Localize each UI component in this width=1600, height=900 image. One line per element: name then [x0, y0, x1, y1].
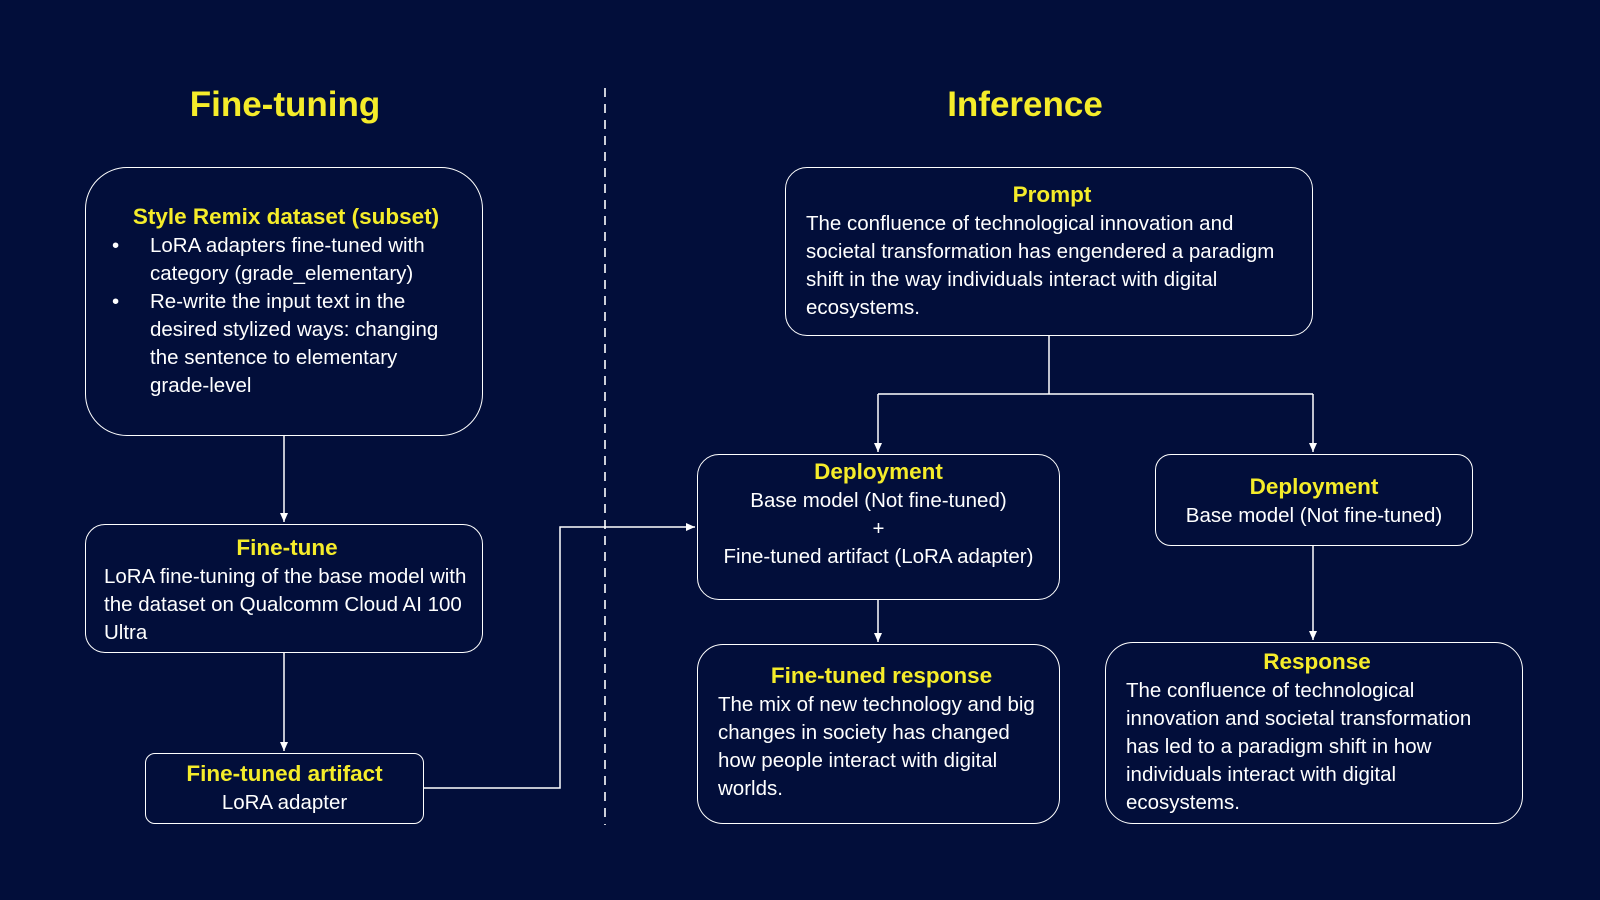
dataset-bullet: LoRA adapters fine-tuned with category (…	[112, 232, 460, 288]
deployment-finetuned-box: Deployment Base model (Not fine-tuned) +…	[697, 454, 1060, 600]
dataset-title: Style Remix dataset (subset)	[132, 204, 440, 229]
finetune-body: LoRA fine-tuning of the base model with …	[104, 565, 467, 644]
dataset-box: Style Remix dataset (subset) LoRA adapte…	[85, 167, 483, 436]
deployment-artifact-line: Fine-tuned artifact (LoRA adapter)	[723, 545, 1034, 568]
artifact-title: Fine-tuned artifact	[186, 761, 383, 786]
dataset-bullet: Re-write the input text in the desired s…	[112, 288, 460, 400]
response-box: Response The confluence of technological…	[1105, 642, 1523, 824]
inference-heading: Inference	[947, 85, 1103, 124]
artifact-box: Fine-tuned artifact LoRA adapter	[145, 753, 424, 824]
finetune-title: Fine-tune	[236, 535, 338, 560]
prompt-title: Prompt	[1012, 182, 1092, 207]
deployment-base-box: Deployment Base model (Not fine-tuned)	[1155, 454, 1473, 546]
deployment-finetuned-title: Deployment	[814, 459, 943, 484]
prompt-box: Prompt The confluence of technological i…	[785, 167, 1313, 336]
finetune-box: Fine-tune LoRA fine-tuning of the base m…	[85, 524, 483, 653]
finetuned-response-body: The mix of new technology and big change…	[718, 693, 1035, 800]
deployment-base-body: Base model (Not fine-tuned)	[1185, 504, 1443, 527]
plus-sign: +	[872, 517, 885, 540]
fine-tuning-heading: Fine-tuning	[189, 85, 381, 124]
dataset-bullet-list: LoRA adapters fine-tuned with category (…	[112, 232, 460, 400]
finetuned-response-box: Fine-tuned response The mix of new techn…	[697, 644, 1060, 824]
arrow-artifact-to-deployment	[424, 523, 695, 789]
deployment-base-model-line: Base model (Not fine-tuned)	[750, 489, 1007, 512]
artifact-body: LoRA adapter	[221, 791, 348, 814]
prompt-body: The confluence of technological innovati…	[806, 212, 1275, 319]
finetuned-response-title: Fine-tuned response	[770, 663, 993, 688]
deployment-base-title: Deployment	[1249, 474, 1379, 499]
response-title: Response	[1263, 649, 1371, 674]
response-body: The confluence of technological innovati…	[1126, 679, 1472, 814]
